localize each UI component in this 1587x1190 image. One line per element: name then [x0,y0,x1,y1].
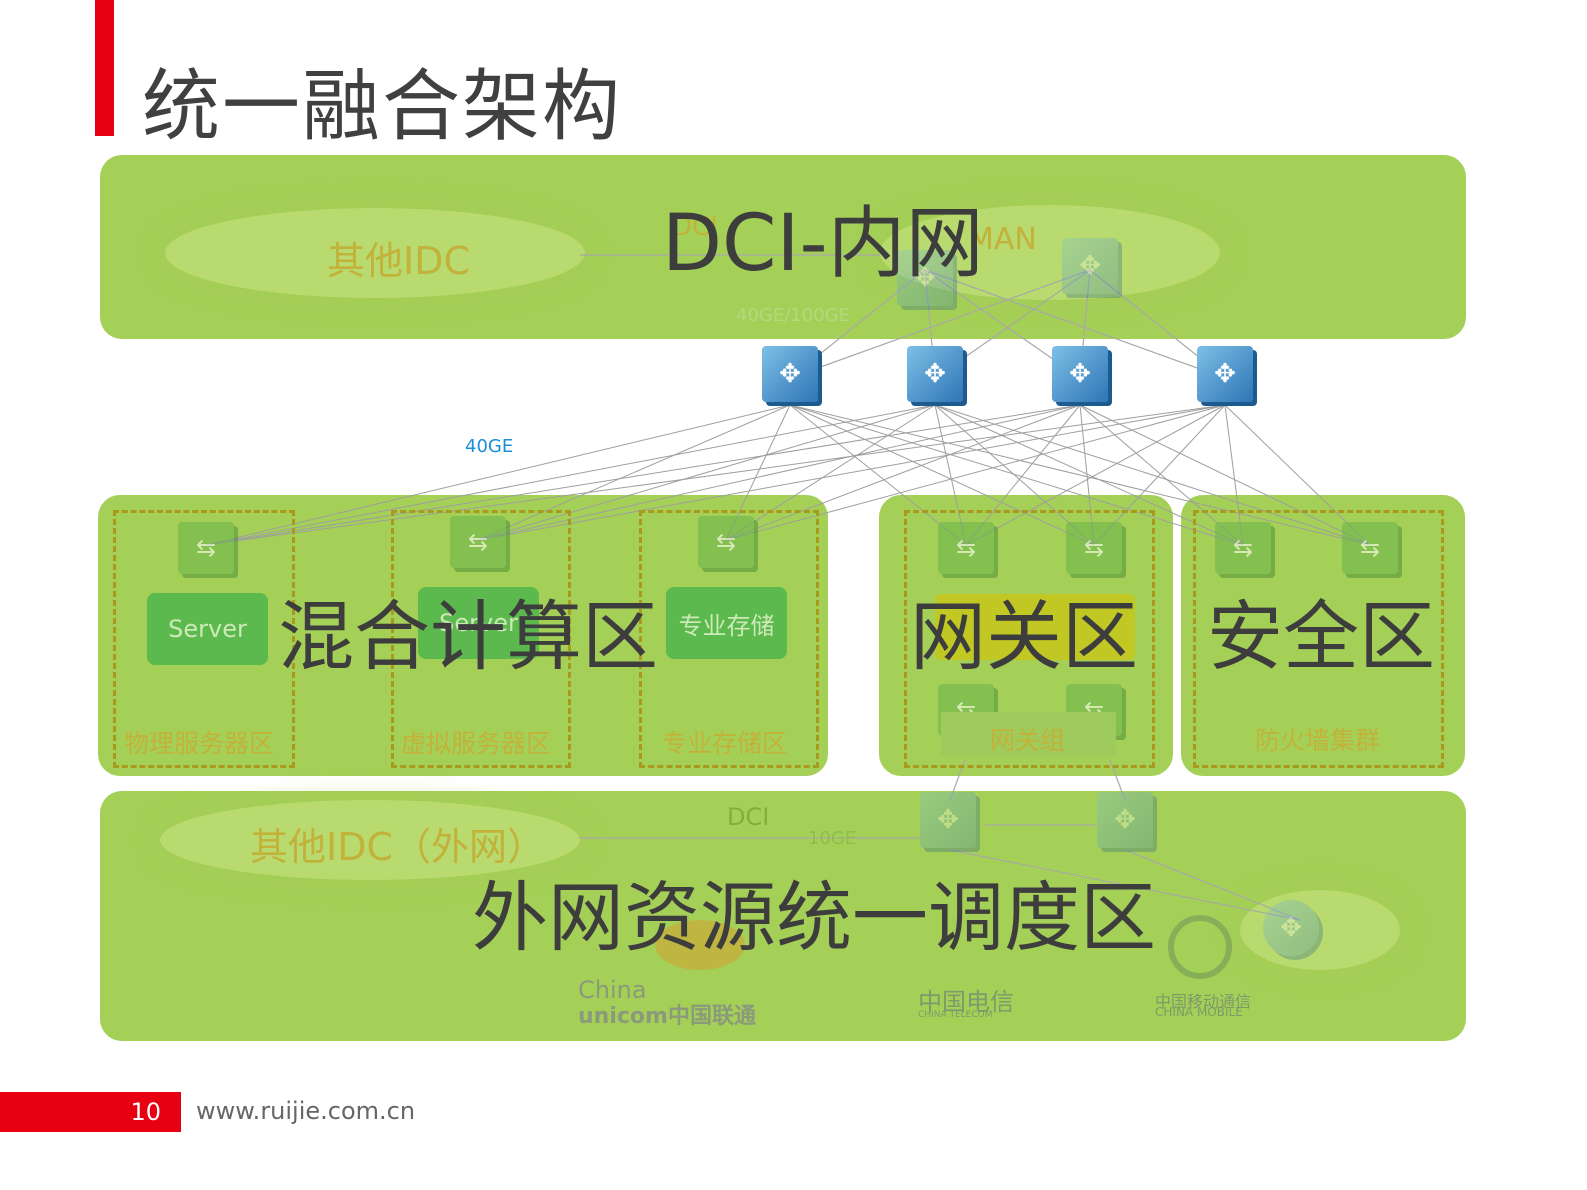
link-40ge-label: 40GE [465,436,514,457]
footer-url: www.ruijie.com.cn [196,1097,416,1125]
server-box: Server [147,593,268,665]
unicom-text-1: China [578,976,647,1004]
top-dci-label: DCI [672,212,718,242]
gateway-zone-label: 网关区 [910,592,1138,681]
access-switch-icon: ⇆ [1066,522,1122,574]
server-box: Server [418,587,539,659]
compute-zone-label: 混合计算区 [278,592,658,681]
access-switch-icon: ⇆ [178,522,234,574]
access-switch-icon: ⇆ [450,516,506,568]
core-switch-icon: ✥ [1097,792,1153,848]
cloud-icon [1240,890,1400,970]
top-link-label: 40GE/100GE [736,305,850,326]
storage-box: 专业存储 [666,587,787,659]
storage-label: 专业存储区 [662,729,788,758]
gateway-group-label: 网关组 [990,726,1066,755]
gateway-area [904,510,1155,768]
unicom-logo-icon [655,920,745,970]
gateway-device [935,594,1135,660]
physical-server-area [113,510,295,768]
top-cloud-label: 其他IDC [327,239,471,283]
page-title: 统一融合架构 [142,62,623,152]
core-switch-icon: ✥ [920,792,976,848]
security-zone-label: 安全区 [1207,592,1435,681]
virtual-server-area [391,510,571,768]
core-switch-icon: ✥ [1052,346,1108,402]
access-switch-icon: ⇆ [1215,522,1271,574]
external-link-label: 10GE [808,828,857,849]
physical-server-label: 物理服务器区 [124,729,275,758]
cloud-icon [160,800,580,880]
mobile-text-2: CHINA MOBILE [1155,1005,1243,1019]
unicom-text-2: unicom中国联通 [578,1004,756,1029]
router-icon: ✥ [1263,900,1319,956]
access-switch-icon: ⇆ [698,516,754,568]
core-switch-icon: ✥ [897,250,953,306]
telecom-text-2: CHINA TELECOM [918,1010,993,1020]
title-accent-bar [95,0,114,136]
telecom-text-1: 中国电信 [918,988,1014,1016]
core-switch-icon: ✥ [907,346,963,402]
security-area [1193,510,1444,768]
top-zone-label: DCI-内网 [662,199,984,289]
external-cloud-label: 其他IDC（外网） [250,825,546,869]
external-dci-label: DCI [727,803,770,831]
page-number: 10 [0,1092,181,1132]
gateway-group-box [941,712,1116,756]
mobile-logo-icon [1168,915,1232,979]
external-zone-label: 外网资源统一调度区 [472,873,1156,962]
core-switch-icon: ✥ [1197,346,1253,402]
access-switch-icon: ⇆ [1342,522,1398,574]
mobile-text-1: 中国移动通信 [1155,992,1252,1011]
top-man-label: MAN [968,222,1037,257]
storage-area [639,510,819,768]
core-switch-icon: ✥ [762,346,818,402]
core-switch-icon: ✥ [1062,238,1118,294]
cloud-icon [165,208,585,298]
virtual-server-label: 虚拟服务器区 [401,729,552,758]
access-switch-icon: ⇆ [938,522,994,574]
firewall-cluster-label: 防火墙集群 [1255,726,1381,755]
